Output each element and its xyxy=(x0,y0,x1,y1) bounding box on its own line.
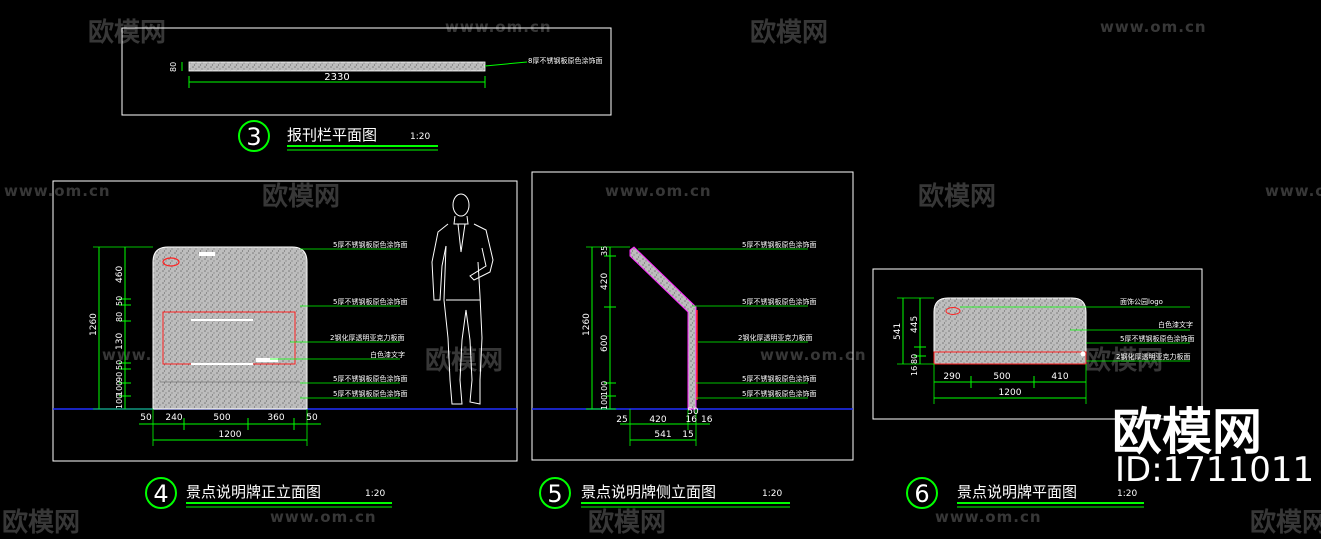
dim-label: 541 xyxy=(893,323,903,340)
sign-board-side xyxy=(629,246,697,410)
dim-label: 50 xyxy=(687,407,699,417)
material-note: 5厚不锈钢板原色涂饰面 xyxy=(333,240,407,249)
dim-label: 600 xyxy=(600,335,610,352)
material-note: 2钢化厚透明亚克力板面 xyxy=(738,333,812,342)
drawing-scale: 1:20 xyxy=(410,132,430,142)
material-note: 5厚不锈钢板原色涂饰面 xyxy=(742,374,816,383)
dim-label: 410 xyxy=(1051,372,1068,382)
dim-label: 1260 xyxy=(89,313,99,336)
dim-label: 35 xyxy=(600,246,609,256)
dim-label: 2330 xyxy=(324,72,349,83)
material-note: 面饰公园logo xyxy=(1120,297,1163,306)
watermark-logo: 欧模网 xyxy=(262,182,341,212)
dim-label: 100 xyxy=(600,395,609,410)
dim-label: 16 xyxy=(701,415,713,425)
material-note: 5厚不锈钢板原色涂饰面 xyxy=(742,240,816,249)
drawing-scale: 1:20 xyxy=(365,489,385,499)
watermark-logo: 欧模网 xyxy=(918,182,997,212)
dim-label: 80 xyxy=(169,62,178,72)
watermark-logo: 欧模网 xyxy=(88,18,167,48)
watermark-logo: 欧模网 xyxy=(425,346,504,376)
drawing-scale: 1:20 xyxy=(1117,489,1137,499)
human-scale-figure xyxy=(431,193,494,405)
dim-label: 500 xyxy=(993,372,1010,382)
drawing-3: 2330 80 8厚不锈钢板原色涂饰面 3 报刊栏平面图 1:20 xyxy=(121,27,612,152)
drawing-title: 景点说明牌正立面图 xyxy=(186,483,321,501)
drawing-title: 景点说明牌平面图 xyxy=(957,483,1077,501)
material-note: 5厚不锈钢板原色涂饰面 xyxy=(333,374,407,383)
watermark-url: www.om.cn xyxy=(270,508,377,526)
dim-label: 15 xyxy=(682,430,693,440)
sign-board-front xyxy=(152,246,308,410)
drawing-title: 报刊栏平面图 xyxy=(287,126,377,144)
dim-label: 16 xyxy=(910,366,919,376)
material-note: 5厚不锈钢板原色涂饰面 xyxy=(1120,334,1194,343)
dim-label: 1200 xyxy=(999,388,1022,398)
dim-label: 460 xyxy=(115,266,125,283)
material-note: 白色漆文字 xyxy=(370,350,405,359)
dim-label: 25 xyxy=(616,415,627,425)
dim-label: 16 xyxy=(686,415,698,425)
dim-label: 100 xyxy=(600,381,609,396)
dim-label: 500 xyxy=(213,413,230,423)
dim-label: 80 xyxy=(910,354,919,364)
dim-label: 1200 xyxy=(219,430,242,440)
material-note: 5厚不锈钢板原色涂饰面 xyxy=(333,297,407,306)
brand-stamp: 欧模网 xyxy=(1112,403,1262,461)
watermark-url: www.om.cn xyxy=(1265,182,1321,200)
material-note: 白色漆文字 xyxy=(1158,320,1193,329)
material-note: 8厚不锈钢板原色涂饰面 xyxy=(528,56,602,65)
dim-label: 50 xyxy=(306,413,318,423)
material-note: 5厚不锈钢板原色涂饰面 xyxy=(333,389,407,398)
drawing-number: 3 xyxy=(246,123,261,151)
dim-label: 50 xyxy=(115,360,124,370)
dim-label: 80 xyxy=(115,312,124,322)
dim-label: 420 xyxy=(600,273,610,290)
dim-label: 240 xyxy=(165,413,182,423)
dim-label: 90 xyxy=(115,372,124,382)
material-note: 2钢化厚透明亚克力板面 xyxy=(330,333,404,342)
drawing-6: 541 445 80 16 290 500 410 1200 面饰公园logo … xyxy=(872,268,1203,509)
drawing-4: 1260 460 50 80 130 50 90 100 100 50 240 … xyxy=(52,180,518,509)
drawing-title: 景点说明牌侧立面图 xyxy=(581,483,716,501)
dim-label: 50 xyxy=(140,413,152,423)
dim-label: 100 xyxy=(115,381,124,396)
id-stamp: ID:1711011 xyxy=(1115,450,1315,490)
drawing-number: 6 xyxy=(914,480,929,508)
drawing-5: 1260 35 420 600 100 100 25 420 50 16 16 … xyxy=(531,171,854,509)
material-note: 5厚不锈钢板原色涂饰面 xyxy=(742,297,816,306)
watermark-url: www.om.cn xyxy=(4,182,111,200)
dim-label: 290 xyxy=(943,372,960,382)
dim-label: 360 xyxy=(267,413,284,423)
watermark-url: www.om.cn xyxy=(1100,18,1207,36)
watermark-url: www.om.cn xyxy=(445,18,552,36)
sign-board-plan xyxy=(933,297,1087,365)
material-note: 5厚不锈钢板原色涂饰面 xyxy=(742,389,816,398)
drawing-scale: 1:20 xyxy=(762,489,782,499)
drawing-number: 4 xyxy=(153,480,168,508)
drawing-number: 5 xyxy=(547,480,562,508)
dim-label: 130 xyxy=(115,333,125,350)
board-plan-strip xyxy=(188,61,486,72)
material-note: 2钢化厚透明亚克力板面 xyxy=(1116,352,1190,361)
watermark-url: www.om.cn xyxy=(605,182,712,200)
watermark-url: www.om.cn xyxy=(935,508,1042,526)
watermark-logo: 欧模网 xyxy=(750,18,829,48)
dim-label: 445 xyxy=(910,316,920,333)
watermark-url: www.om.cn xyxy=(760,346,867,364)
dim-label: 50 xyxy=(115,296,124,306)
dim-label: 1260 xyxy=(582,313,592,336)
dim-label: 420 xyxy=(649,415,666,425)
dim-label: 541 xyxy=(654,430,671,440)
dim-label: 100 xyxy=(115,394,124,409)
